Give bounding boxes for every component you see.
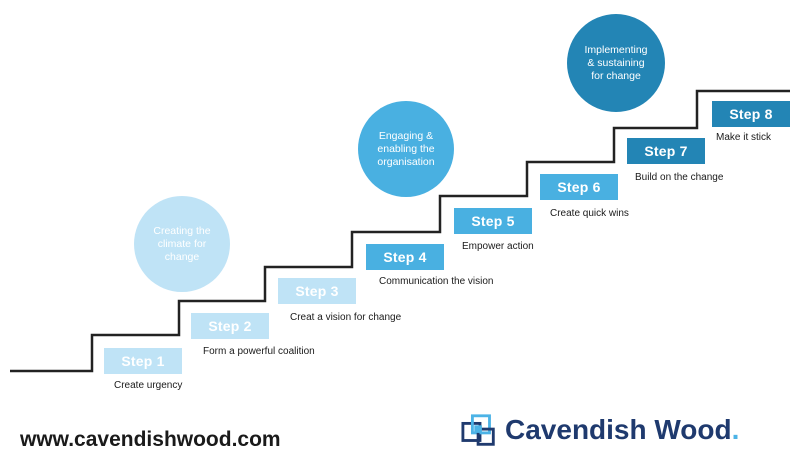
logo-text: Cavendish Wood	[505, 414, 732, 445]
step-6-box: Step 6	[540, 174, 618, 200]
step-8-caption: Make it stick	[716, 132, 772, 143]
step-label: Step 7	[644, 143, 688, 159]
step-label: Step 3	[295, 283, 339, 299]
phase-circle-implementing-sustaining: Implementing & sustaining for change	[567, 14, 665, 112]
step-label: Step 5	[471, 213, 515, 229]
logo-dot: .	[731, 414, 740, 445]
phase-circle-creating-climate: Creating the climate for change	[134, 196, 230, 292]
step-7-caption: Build on the change	[635, 172, 724, 183]
phase-label: Creating the climate for change	[153, 224, 211, 263]
step-8-box: Step 8	[712, 101, 790, 127]
step-5-caption: Empower action	[462, 241, 534, 252]
step-4-box: Step 4	[366, 244, 444, 270]
step-2-box: Step 2	[191, 313, 269, 339]
website-url: www.cavendishwood.com	[20, 428, 281, 451]
step-label: Step 2	[208, 318, 252, 334]
step-3-caption: Creat a vision for change	[290, 312, 402, 323]
step-2-caption: Form a powerful coalition	[203, 346, 315, 357]
phase-label: Implementing & sustaining for change	[584, 43, 648, 82]
phase-circle-engaging-enabling: Engaging & enabling the organisation	[358, 101, 454, 197]
step-label: Step 6	[557, 179, 601, 195]
logo-wordmark: Cavendish Wood.	[505, 414, 739, 446]
step-7-box: Step 7	[627, 138, 705, 164]
step-label: Step 4	[383, 249, 427, 265]
step-4-caption: Communication the vision	[379, 276, 494, 287]
step-label: Step 8	[729, 106, 773, 122]
step-6-caption: Create quick wins	[550, 208, 629, 219]
step-label: Step 1	[121, 353, 165, 369]
step-1-caption: Create urgency	[114, 380, 183, 391]
phase-label: Engaging & enabling the organisation	[377, 129, 435, 168]
step-3-box: Step 3	[278, 278, 356, 304]
step-5-box: Step 5	[454, 208, 532, 234]
cavendish-wood-logo-icon	[461, 414, 495, 446]
step-1-box: Step 1	[104, 348, 182, 374]
